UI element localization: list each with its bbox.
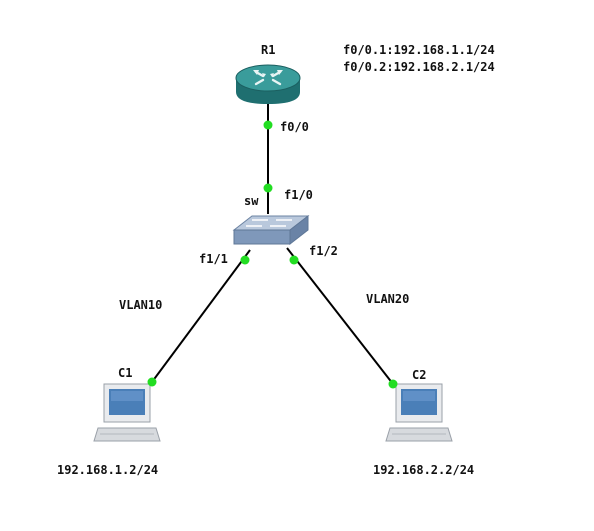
router-config-line-1: f0/0.1:192.168.1.1/24 [343,43,495,57]
router-config-line-2: f0/0.2:192.168.2.1/24 [343,60,495,74]
pc1-name-label: C1 [118,366,133,380]
pc2-ip-label: 192.168.2.2/24 [373,463,475,477]
vlan-label-20: VLAN20 [366,292,410,306]
port-dot-c1 [147,377,157,387]
port-label-r1-f0-0: f0/0 [280,120,309,134]
link-sw-c1 [151,249,251,383]
link-sw-c2 [286,247,394,385]
port-dot-c2 [388,379,398,389]
pc-icon-c1[interactable] [93,383,161,442]
port-dot-sw-f1-0 [263,183,273,193]
router-icon[interactable] [235,64,301,104]
pc1-ip-label: 192.168.1.2/24 [57,463,159,477]
port-dot-sw-f1-1 [240,255,250,265]
pc-icon-c2[interactable] [385,383,453,442]
port-dot-r1-f0-0 [263,120,273,130]
port-label-sw-f1-0: f1/0 [284,188,313,202]
pc2-name-label: C2 [412,368,427,382]
port-dot-sw-f1-2 [289,255,299,265]
port-label-sw-f1-1: f1/1 [199,252,228,266]
router-name-label: R1 [261,43,276,57]
switch-name-label: sw [244,194,259,208]
vlan-label-10: VLAN10 [119,298,163,312]
switch-icon[interactable] [232,214,310,246]
port-label-sw-f1-2: f1/2 [309,244,338,258]
